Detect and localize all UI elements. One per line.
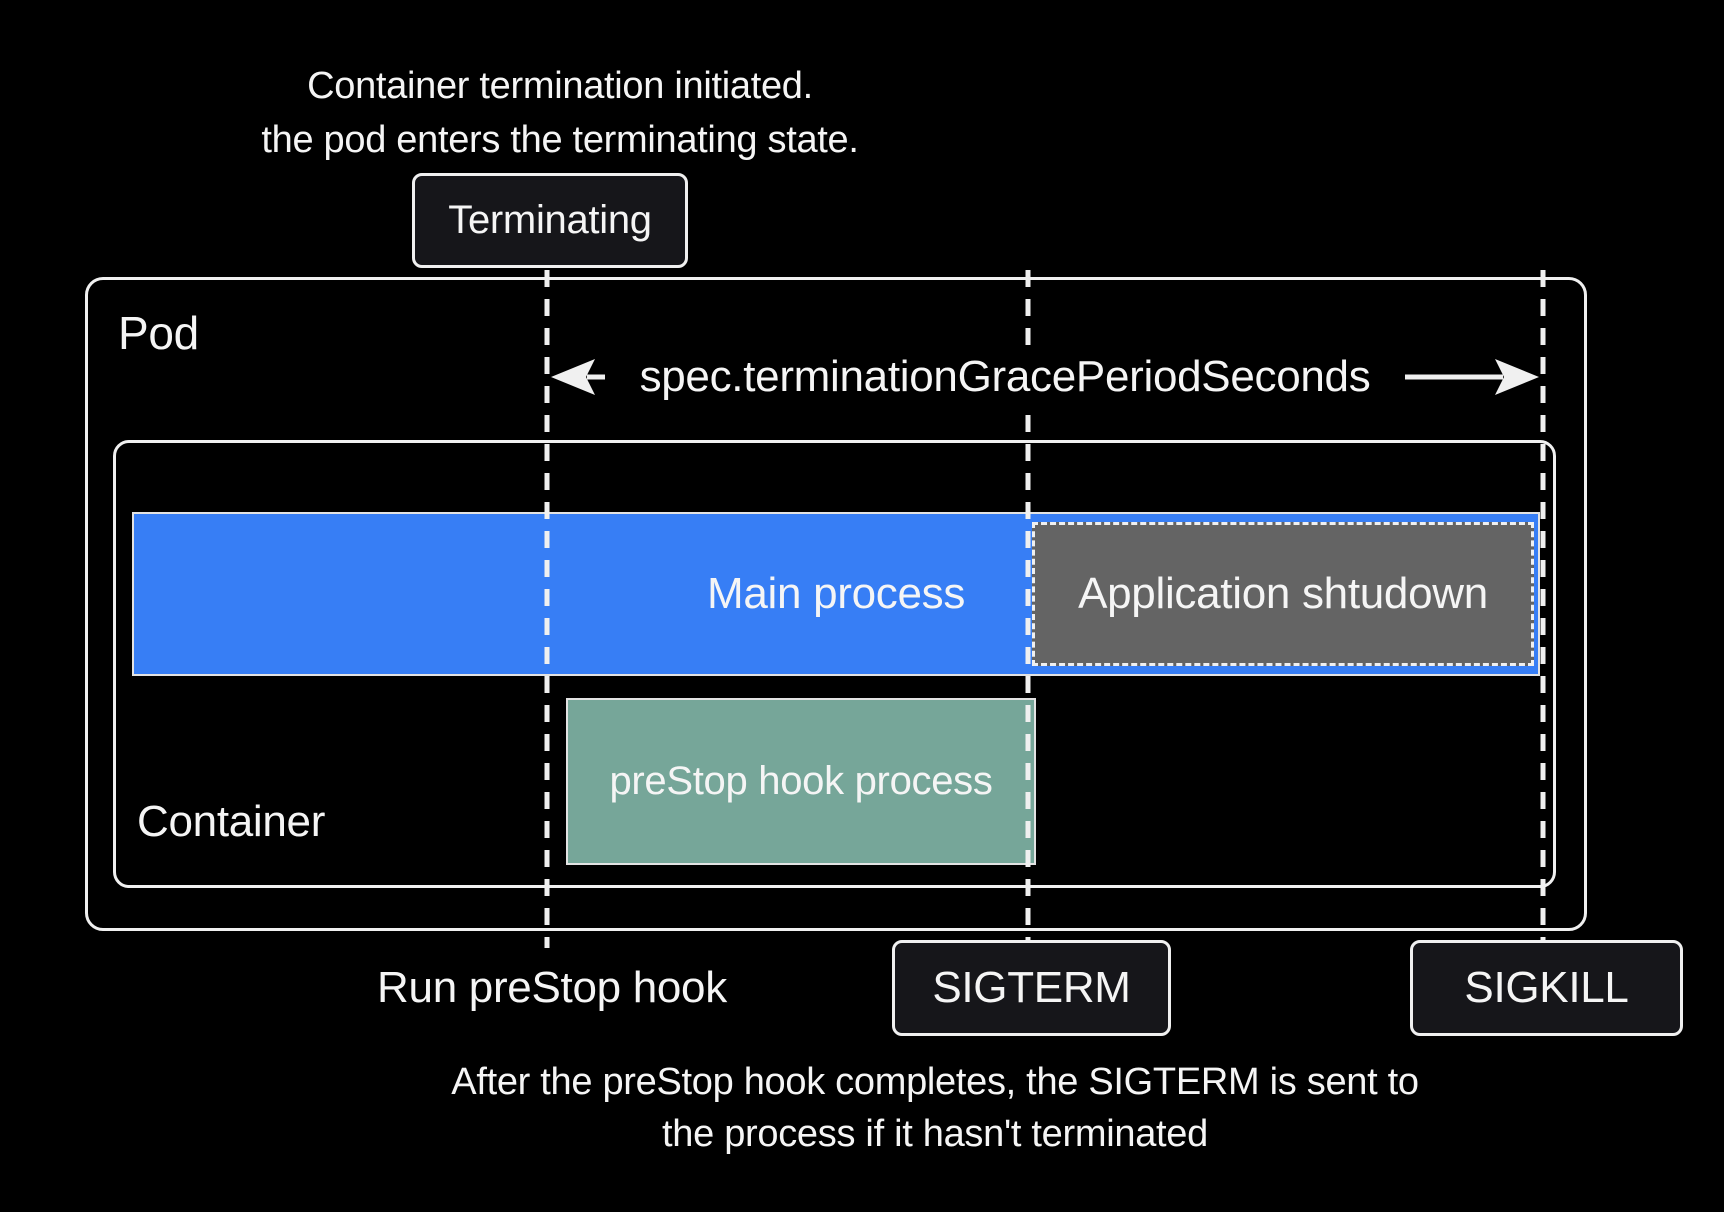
grace-period-label: spec.terminationGracePeriodSeconds: [605, 349, 1405, 405]
sigkill-badge: SIGKILL: [1410, 940, 1683, 1036]
top-caption-line1: Container termination initiated.: [307, 65, 813, 107]
prestop-hook-label: preStop hook process: [609, 759, 993, 803]
application-shutdown-box: Application shtudown: [1032, 522, 1534, 666]
pod-box: [85, 277, 1587, 931]
sigterm-badge-label: SIGTERM: [932, 963, 1131, 1012]
pod-label: Pod: [118, 307, 199, 359]
top-caption-line2: the pod enters the terminating state.: [261, 119, 859, 161]
container-box: [113, 440, 1556, 888]
container-label: Container: [137, 797, 326, 846]
sigterm-badge: SIGTERM: [892, 940, 1171, 1036]
bottom-caption-line1: After the preStop hook completes, the SI…: [451, 1061, 1419, 1103]
top-caption: Container termination initiated. the pod…: [60, 59, 1060, 167]
sigkill-badge-label: SIGKILL: [1464, 963, 1629, 1012]
terminating-badge: Terminating: [412, 173, 688, 268]
run-prestop-label: Run preStop hook: [377, 963, 727, 1012]
bottom-caption-line2: the process if it hasn't terminated: [662, 1113, 1208, 1155]
bottom-caption: After the preStop hook completes, the SI…: [335, 1056, 1535, 1160]
application-shutdown-label: Application shtudown: [1078, 569, 1488, 618]
terminating-badge-label: Terminating: [448, 198, 652, 242]
main-process-label: Main process: [706, 569, 966, 618]
prestop-hook-bar: preStop hook process: [566, 698, 1036, 865]
